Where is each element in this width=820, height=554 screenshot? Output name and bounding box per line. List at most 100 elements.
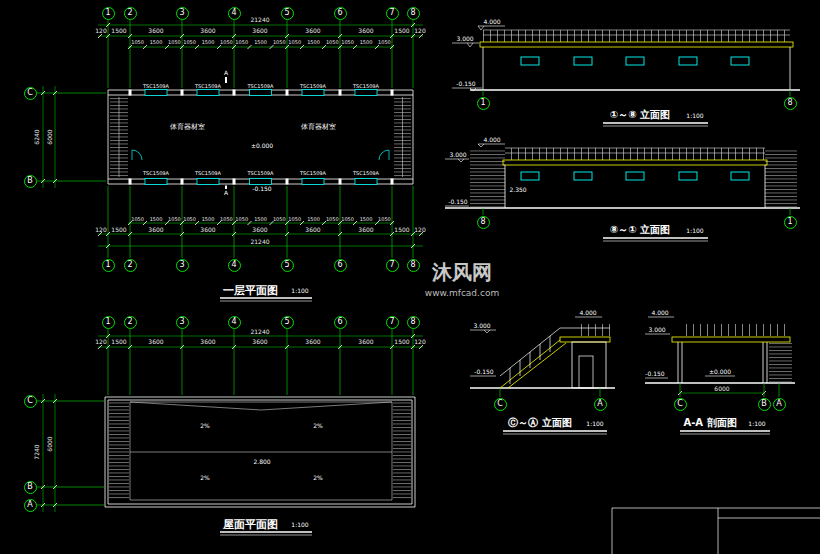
dimension-text: 120	[95, 339, 106, 345]
axis-bubble: 3	[176, 259, 189, 272]
axis-line	[483, 90, 790, 96]
axis-number: C	[497, 400, 503, 408]
window	[145, 90, 167, 96]
dimension-line	[43, 336, 423, 512]
title-underline	[680, 434, 770, 435]
dimension-text: 1500	[360, 40, 373, 45]
axis-bubble: 5	[281, 7, 294, 20]
elevation-mark: -0.150	[252, 186, 271, 192]
axis-number: 6	[337, 9, 342, 17]
dimension-text: 1050	[183, 217, 196, 222]
dimension-text: 1050	[378, 217, 391, 222]
room-name: 体育器材室	[170, 124, 205, 131]
dimension-text: 3600	[358, 227, 373, 233]
axis-bubble: 2	[124, 259, 137, 272]
axis-number: 8	[410, 9, 415, 17]
wall	[108, 90, 413, 184]
window	[574, 172, 592, 180]
window-label: TSC1509A	[353, 84, 379, 89]
axis-bubble: 3	[176, 7, 189, 20]
dimension-text: 1500	[307, 217, 320, 222]
window	[731, 57, 749, 65]
drawing-title: A-A 剖面图	[683, 418, 736, 428]
axis-bubble: 8	[407, 316, 420, 329]
axis-bubble: 7	[386, 7, 399, 20]
elevation-mark: 4.000	[579, 310, 596, 316]
watermark: 沐风网	[432, 262, 492, 282]
window	[145, 179, 167, 185]
window	[626, 57, 644, 65]
dimension-text: 1500	[111, 227, 126, 233]
dimension-text: 1050	[220, 40, 233, 45]
dimension-text: 1050	[168, 40, 181, 45]
scale-text: 1:100	[291, 288, 308, 294]
axis-number: B	[27, 483, 33, 491]
axis-number: 1	[480, 99, 485, 107]
axis-line	[37, 20, 413, 258]
axis-number: C	[27, 397, 33, 405]
dimension-text: 1050	[378, 40, 391, 45]
dimension-text: 1050	[168, 217, 181, 222]
window-label: TSC1509A	[353, 171, 379, 176]
dimension-text: 1050	[326, 40, 339, 45]
elevation-mark: -0.150	[448, 199, 467, 205]
dimension-text: 120	[95, 28, 106, 34]
title-underline	[503, 430, 607, 432]
elevation-mark: 3.000	[456, 36, 473, 42]
room-name: 体育器材室	[301, 124, 336, 131]
dimension-text: 1500	[360, 217, 373, 222]
stair-hatch	[109, 401, 129, 499]
elevation-mark: -0.150	[645, 371, 664, 377]
window-label: TSC1509A	[143, 171, 169, 176]
window-label: TSC1509A	[300, 171, 326, 176]
door-swing	[132, 150, 389, 160]
axis-number: 1	[787, 218, 792, 226]
window-label: TSC1509A	[300, 84, 326, 89]
axis-bubble: 8	[407, 7, 420, 20]
window-label: TSC1509A	[143, 84, 169, 89]
level-mark	[445, 144, 505, 206]
axis-bubble: 1	[102, 7, 115, 20]
elevation-mark: ±0.000	[709, 369, 731, 375]
axis-number: 2	[127, 9, 132, 17]
title-underline	[220, 297, 312, 299]
ground-line	[470, 89, 800, 90]
railing	[575, 324, 610, 336]
railing	[483, 30, 790, 42]
dimension-tick	[41, 334, 423, 507]
elevation-mark: 2.350	[509, 187, 526, 193]
axis-number: B	[27, 177, 33, 185]
dimension-text: 1050	[273, 40, 286, 45]
axis-bubble: 5	[281, 259, 294, 272]
window-label: TSC1509A	[195, 84, 221, 89]
elevation-mark: 2%	[313, 423, 323, 429]
column	[129, 90, 394, 185]
level-mark	[470, 317, 602, 376]
window	[679, 172, 697, 180]
dimension-text: 1500	[111, 339, 126, 345]
dimension-text: 1050	[341, 40, 354, 45]
level-mark	[452, 26, 505, 91]
level-mark	[645, 317, 735, 378]
dimension-text: 6000	[714, 386, 729, 392]
wall	[483, 47, 790, 90]
dimension-text: 1050	[235, 217, 248, 222]
dimension-text: 1050	[235, 40, 248, 45]
scale-text: 1:100	[686, 113, 703, 119]
window	[521, 172, 539, 180]
axis-bubble: 5	[281, 316, 294, 329]
dimension-text: 120	[95, 227, 106, 233]
drawing-title: 一层平面图	[223, 285, 278, 296]
dimension-text: 120	[414, 28, 425, 34]
axis-line	[483, 208, 790, 215]
railing	[483, 30, 790, 35]
dimension-text: 1050	[183, 40, 196, 45]
watermark: www.mfcad.com	[425, 289, 499, 298]
dimension-line	[43, 25, 423, 246]
dimension-text: 3600	[358, 339, 373, 345]
axis-number: 1	[105, 9, 110, 17]
window	[302, 90, 324, 96]
scale-text: 1:100	[291, 522, 308, 528]
title-underline	[503, 434, 607, 435]
dimension-text: 21240	[250, 329, 269, 335]
